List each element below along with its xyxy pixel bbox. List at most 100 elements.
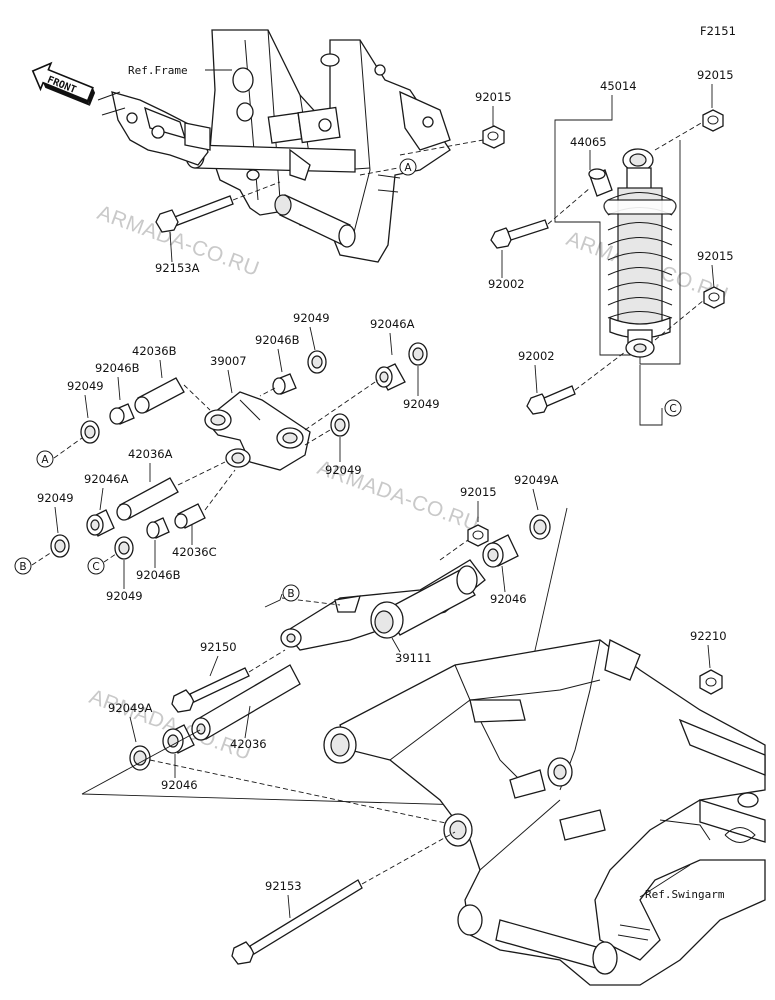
label-92046B-left: 92046B (95, 361, 140, 375)
label-92049-left-top: 92049 (67, 379, 104, 393)
label-42036B: 42036B (132, 344, 177, 358)
leader-92150 (209, 655, 219, 677)
ref-B-left: B (19, 561, 26, 573)
bearing-92046-bottom (162, 724, 195, 754)
leader-92049-top (309, 326, 316, 351)
seal-92049A-right (529, 514, 551, 540)
swingarm-drawing (323, 639, 766, 986)
bolt-92153A (155, 181, 281, 233)
seal-92049-right (408, 342, 428, 366)
ref-frame-label: Ref.Frame (128, 64, 188, 77)
label-92049-right: 92049 (403, 397, 440, 411)
label-44065: 44065 (570, 135, 607, 149)
label-92210: 92210 (690, 629, 727, 643)
leader-92002-lower (534, 364, 538, 394)
shock-absorber-45014 (603, 148, 677, 358)
bearing-92046B-top (272, 373, 297, 395)
ref-circle-A-top: A (359, 158, 417, 176)
label-92046B-top: 92046B (255, 333, 300, 347)
ref-C-left: C (92, 561, 99, 573)
bolt-92002-upper (490, 187, 591, 249)
leader-92049A-left (129, 716, 137, 743)
rocker-arm-39007 (204, 391, 311, 471)
leader-92049-left-top (84, 394, 89, 419)
ref-A-left: A (41, 454, 49, 466)
leader-92153 (287, 894, 291, 919)
label-92046-bottom: 92046 (161, 778, 198, 792)
bearing-92046B-bottom (146, 517, 170, 539)
leader-92046-right (501, 565, 506, 593)
dash-axis-mid (304, 429, 331, 446)
nut-92015-top (399, 125, 505, 156)
leader-92046A-left (99, 487, 104, 511)
bearing-92046A-left (86, 509, 115, 537)
label-92049A-left: 92049A (108, 701, 153, 715)
leader-39007 (227, 369, 233, 394)
leader-92015-right-mid (711, 264, 715, 289)
ref-A-top: A (404, 162, 412, 174)
leader-92153A (169, 231, 173, 263)
label-45014: 45014 (600, 79, 637, 93)
leader-45014 (554, 95, 681, 365)
ref-circle-A-left: A (36, 437, 83, 468)
seal-92049-left-bottom (50, 534, 70, 558)
leader-92049-left-bottom (54, 506, 59, 534)
dash-42036C (204, 469, 236, 511)
leader-92046A-top (389, 332, 393, 356)
figure-code: F2151 (700, 24, 736, 38)
leader-42036B (159, 359, 163, 379)
label-92049-left-bottom: 92049 (37, 491, 74, 505)
ref-swingarm-label: Ref.Swingarm (645, 888, 725, 901)
label-42036A: 42036A (128, 447, 173, 461)
ref-B-center: B (287, 588, 294, 600)
label-92002-upper: 92002 (488, 277, 525, 291)
seal-92049-top (307, 350, 327, 374)
label-92049-bottom: 92049 (106, 589, 143, 603)
bolt-92153 (231, 831, 456, 965)
frame-drawing (97, 29, 451, 263)
label-92015-right-top: 92015 (697, 68, 734, 82)
label-92150: 92150 (200, 640, 237, 654)
bearing-92046-right (482, 534, 519, 568)
seal-92049-left-top (80, 420, 100, 444)
nut-92210 (699, 669, 723, 695)
ref-circle-B-left: B (14, 551, 53, 575)
tie-rod-39111 (280, 559, 486, 651)
label-92046B-bottom: 92046B (136, 568, 181, 582)
bolt-92002-lower (526, 351, 626, 415)
label-92049A-right: 92049A (514, 473, 559, 487)
ref-C-top: C (669, 403, 676, 415)
label-92046-right: 92046 (490, 592, 527, 606)
bearing-92046B-left (109, 403, 135, 425)
label-42036: 42036 (230, 737, 267, 751)
leader-92210 (707, 644, 711, 669)
nut-92015-right-top (654, 109, 724, 151)
dash-42036A (177, 461, 226, 486)
label-92153: 92153 (265, 879, 302, 893)
ref-circle-B-center: B (264, 584, 341, 608)
label-92049-mid: 92049 (325, 463, 362, 477)
label-92049-top: 92049 (293, 311, 330, 325)
dash-42036B (183, 384, 211, 411)
bushing-44065 (588, 168, 613, 197)
label-92153A: 92153A (155, 261, 200, 275)
leader-92046B-left (117, 376, 121, 401)
bolt-92150 (171, 649, 286, 713)
label-92046A-left: 92046A (84, 472, 129, 486)
label-92015-top: 92015 (475, 90, 512, 104)
dash-axis-top (304, 379, 379, 431)
seal-92049-mid (330, 413, 350, 437)
label-39007: 39007 (210, 354, 247, 368)
ref-circle-C-left: C (87, 553, 117, 575)
seal-92049A-left (129, 745, 151, 771)
sleeve-42036A (116, 477, 179, 521)
front-arrow-icon: FRONT (31, 61, 96, 106)
ref-circle-C-top: C (639, 365, 682, 426)
sleeve-42036 (191, 664, 301, 741)
label-39111: 39111 (395, 651, 432, 665)
label-42036C: 42036C (172, 545, 217, 559)
sleeve-42036B (134, 377, 185, 414)
label-92046A-top: 92046A (370, 317, 415, 331)
leader-92046B-top (277, 348, 283, 373)
leader-39111 (391, 637, 401, 653)
